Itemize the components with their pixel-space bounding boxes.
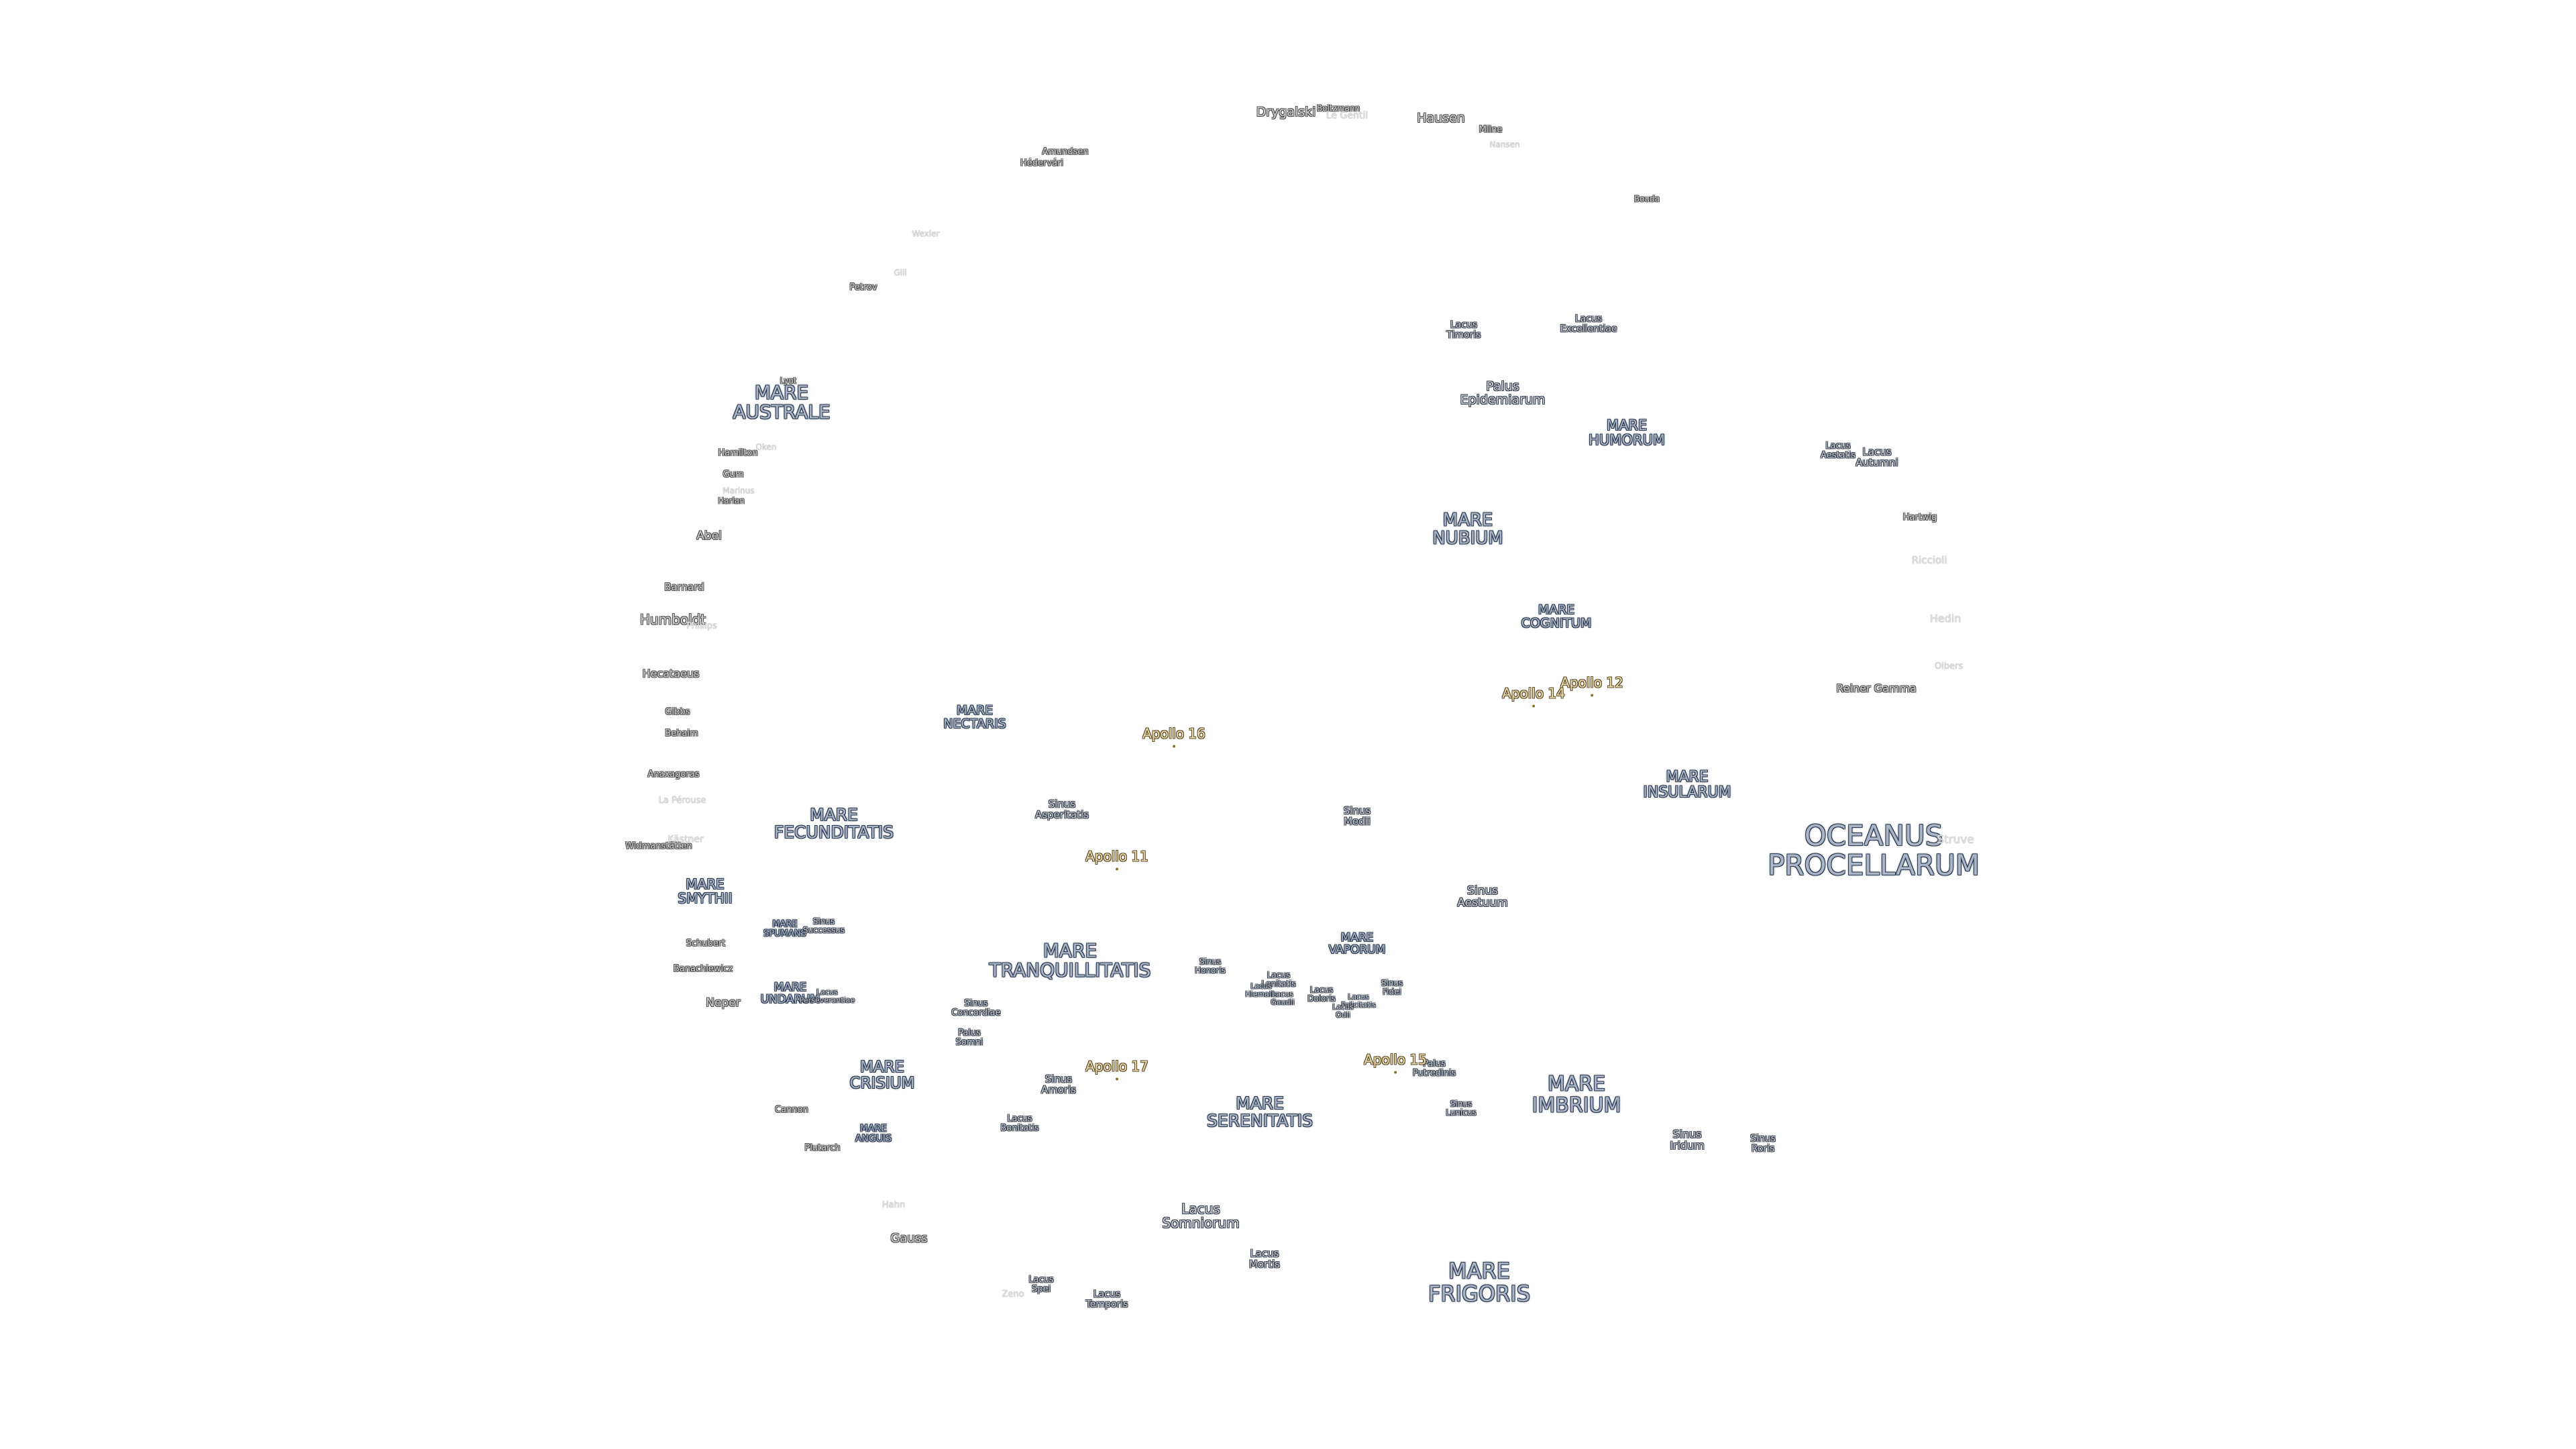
sinus-fidei-label: Sinus Fidei [1381, 978, 1403, 996]
crater-boltzmann-label: Boltzmann [1316, 103, 1360, 113]
lacus-perseverantiae-label: Lacus Perseverantiae [799, 987, 855, 1004]
lacus-excellentiae-label: Lacus Excellentiae [1560, 313, 1617, 334]
lacus-timoris-label: Lacus Timoris [1446, 319, 1481, 340]
lacus-somniorum-label: Lacus Somniorum [1162, 1201, 1240, 1231]
lacus-odii-label: Lacus Odii [1332, 1002, 1354, 1019]
mare-imbrium-label: MARE IMBRIUM [1532, 1072, 1621, 1117]
crater-widmanstatten-label: Widmanstätten [625, 841, 692, 852]
crater-wexler-label: Wexler [912, 229, 940, 239]
crater-plutarch-label: Plutarch [804, 1143, 841, 1154]
crater-reiner-gamma-label: Reiner Gamma [1836, 682, 1917, 695]
mare-anguis-label: MARE ANGUIS [855, 1123, 892, 1144]
mare-nubium-label: MARE NUBIUM [1432, 510, 1503, 549]
sinus-amoris-label: Sinus Amoris [1040, 1073, 1077, 1095]
crater-bouda-label: Bouda [1633, 194, 1660, 204]
lacus-doloris-label: Lacus Doloris [1307, 985, 1336, 1003]
crater-kastner-label: Kästner [667, 834, 704, 845]
sinus-successus-label: Sinus Successus [802, 916, 845, 934]
palus-epidemiarum-label: Palus Epidemiarum [1460, 379, 1546, 407]
crater-hamilton-label: Hamilton [718, 448, 758, 459]
mare-cognitum-label: MARE COGNITUM [1521, 602, 1592, 631]
crater-milne-label: Milne [1479, 125, 1503, 136]
crater-zeno-label: Zeno [1002, 1289, 1024, 1300]
apollo-12-site[interactable]: Apollo 12 [1560, 674, 1623, 697]
apollo-15-site[interactable]: Apollo 15 [1364, 1051, 1427, 1074]
crater-banachiewicz-label: Banachiewicz [673, 964, 733, 975]
crater-behaim-label: Behaim [665, 729, 698, 739]
sinus-honoris-label: Sinus Honoris [1195, 957, 1226, 975]
lacus-spei-label: Lacus Spei [1028, 1275, 1054, 1294]
sinus-medii-label: Sinus Medii [1343, 804, 1371, 827]
crater-neper-label: Neper [706, 996, 741, 1010]
crater-hausen-label: Hausen [1417, 111, 1465, 126]
lacus-lenitatis-label: Lacus Lenitatis [1261, 970, 1296, 988]
crater-cannon-label: Cannon [775, 1105, 808, 1116]
crater-gauss-label: Gauss [890, 1231, 928, 1246]
crater-phillips-label: Phillips [686, 621, 717, 632]
crater-nansen-label: Nansen [1489, 140, 1520, 150]
mare-fecunditatis-label: MARE FECUNDITATIS [773, 804, 894, 842]
crater-hartwig-label: Hartwig [1902, 513, 1937, 523]
sinus-iridum-label: Sinus Iridum [1670, 1128, 1705, 1152]
crater-olbers-label: Olbers [1934, 661, 1964, 672]
lacus-aestatis-label: Lacus Aestatis [1821, 441, 1856, 460]
mare-smythii-label: MARE SMYTHII [678, 876, 733, 906]
mare-tranquillitatis-label: MARE TRANQUILLITATIS [989, 939, 1151, 981]
crater-barnard-label: Barnard [664, 581, 704, 594]
lacus-temporis-label: Lacus Temporis [1085, 1289, 1128, 1309]
crater-hahn-label: Hahn [881, 1200, 906, 1211]
apollo-11-site[interactable]: Apollo 11 [1085, 848, 1148, 871]
mare-australe-label: MARE AUSTRALE [733, 381, 830, 423]
lacus-autumni-label: Lacus Autumni [1856, 445, 1898, 468]
crater-hedervari-label: Hédervári [1020, 158, 1063, 169]
crater-marinus-label: Marinus [722, 486, 755, 496]
crater-humboldt-label: Humboldt [639, 611, 706, 628]
crater-harlan-label: Harlan [718, 496, 745, 506]
crater-oken-label: Oken [755, 442, 777, 452]
sinus-asperitatis-label: Sinus Asperitatis [1034, 798, 1089, 820]
palus-somni-label: Palus Somni [955, 1028, 983, 1047]
crater-drygalski-label: Drygalski [1256, 105, 1316, 120]
lacus-hiemalis-label: Lacus Hiemalis [1245, 981, 1277, 998]
crater-petrov-label: Petrov [849, 282, 877, 293]
mare-crisium-label: MARE CRISIUM [849, 1058, 915, 1092]
mare-serenitatis-label: MARE SERENITATIS [1207, 1093, 1313, 1130]
mare-undarum-label: MARE UNDARUM [760, 981, 820, 1006]
crater-lyot-label: Lyot [780, 376, 797, 386]
mare-insularum-label: MARE INSULARUM [1643, 768, 1731, 801]
mare-spumans-label: MARE SPUMANS [763, 919, 806, 938]
crater-anaxagoras-label: Anaxagoras [647, 769, 700, 780]
apollo-14-site[interactable]: Apollo 14 [1502, 685, 1565, 708]
crater-la-perouse-label: La Pérouse [658, 796, 706, 806]
crater-gum-label: Gum [722, 470, 744, 480]
lacus-felicitatis-label: Lacus Felicitatis [1341, 992, 1376, 1009]
sinus-concordiae-label: Sinus Concordiae [951, 998, 1001, 1018]
crater-riccioli-label: Riccioli [1911, 554, 1947, 567]
lacus-gaudii-label: Lacus Gaudii [1271, 989, 1295, 1006]
crater-amundsen-label: Amundsen [1042, 147, 1089, 158]
crater-schubert-label: Schubert [686, 938, 726, 949]
mare-humorum-label: MARE HUMORUM [1589, 417, 1665, 448]
sinus-roris-label: Sinus Roris [1750, 1133, 1776, 1154]
apollo-17-site[interactable]: Apollo 17 [1085, 1058, 1148, 1081]
palus-putredinis-label: Palus Putredinis [1412, 1059, 1456, 1078]
crater-abel-label: Abel [696, 529, 722, 543]
sinus-aestuum-label: Sinus Aestuum [1457, 884, 1508, 910]
lacus-mortis-label: Lacus Mortis [1248, 1247, 1281, 1270]
crater-le-gentil-label: Le Gentil [1326, 110, 1368, 121]
crater-hecataeus-label: Hecataeus [642, 667, 700, 680]
oceanus-procellarum-label: OCEANUS PROCELLARUM [1767, 818, 1980, 881]
crater-hedin-label: Hedin [1929, 612, 1962, 625]
mare-vaporum-label: MARE VAPORUM [1328, 931, 1386, 957]
mare-nectaris-label: MARE NECTARIS [943, 703, 1006, 731]
crater-gibbs-label: Gibbs [665, 707, 690, 718]
crater-struve-label: Struve [1937, 833, 1974, 847]
apollo-16-site[interactable]: Apollo 16 [1142, 725, 1205, 748]
crater-gill-label: Gill [894, 268, 907, 278]
mare-frigoris-label: MARE FRIGORIS [1428, 1258, 1531, 1306]
sinus-lunicus-label: Sinus Lunicus [1446, 1099, 1477, 1117]
lacus-bonitatis-label: Lacus Bonitatis [1000, 1114, 1039, 1133]
